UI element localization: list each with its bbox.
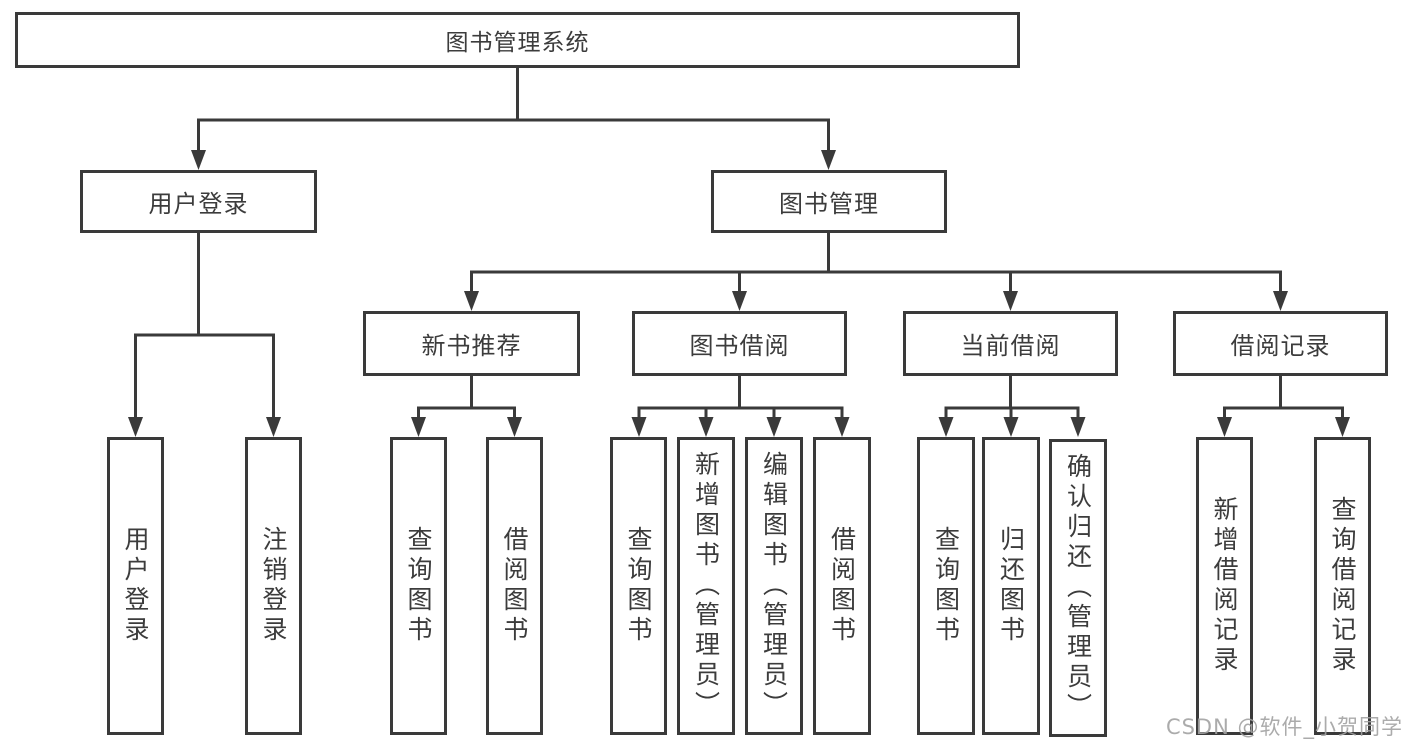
leaf-query-borrow-record: 查询借阅记录 xyxy=(1314,437,1371,735)
node-label: 确认归还（管理员） xyxy=(1063,453,1093,723)
node-user-login: 用户登录 xyxy=(80,170,317,233)
node-label: 新增图书（管理员） xyxy=(691,451,721,721)
node-label: 查询图书 xyxy=(404,526,433,646)
leaf-query-books-recommend: 查询图书 xyxy=(390,437,447,735)
node-label: 查询图书 xyxy=(931,526,961,646)
node-label: 编辑图书（管理员） xyxy=(759,451,789,721)
leaf-borrow-books-borrowing: 借阅图书 xyxy=(813,437,871,735)
node-label: 查询图书 xyxy=(624,526,653,646)
node-label: 借阅图书 xyxy=(827,526,857,646)
node-label: 当前借阅 xyxy=(960,332,1061,360)
node-label: 新增借阅记录 xyxy=(1210,496,1239,676)
leaf-confirm-return-admin: 确认归还（管理员） xyxy=(1049,439,1107,737)
leaf-add-book-admin: 新增图书（管理员） xyxy=(677,437,735,735)
node-label: 图书管理系统 xyxy=(445,30,590,56)
node-label: 注销登录 xyxy=(259,526,288,646)
node-label: 用户登录 xyxy=(148,190,249,218)
leaf-return-books: 归还图书 xyxy=(982,437,1040,735)
watermark: CSDN @软件_小贺同学 xyxy=(1165,715,1403,739)
leaf-logout: 注销登录 xyxy=(245,437,302,735)
node-book-borrowing: 图书借阅 xyxy=(632,311,847,376)
node-label: 用户登录 xyxy=(121,526,150,646)
node-label: 查询借阅记录 xyxy=(1328,496,1357,676)
node-library-management-system: 图书管理系统 xyxy=(15,12,1020,68)
node-label: 新书推荐 xyxy=(421,332,522,360)
node-borrowing-records: 借阅记录 xyxy=(1173,311,1388,376)
leaf-edit-book-admin: 编辑图书（管理员） xyxy=(745,437,803,735)
leaf-query-books-current: 查询图书 xyxy=(917,437,975,735)
leaf-query-books-borrowing: 查询图书 xyxy=(610,437,667,735)
node-label: 图书管理 xyxy=(779,190,879,218)
node-book-management: 图书管理 xyxy=(711,170,947,233)
node-label: 借阅图书 xyxy=(500,526,529,646)
node-label: 借阅记录 xyxy=(1230,332,1331,360)
node-label: 归还图书 xyxy=(996,526,1026,646)
node-current-borrowing: 当前借阅 xyxy=(903,311,1118,376)
leaf-add-borrow-record: 新增借阅记录 xyxy=(1196,437,1253,735)
leaf-borrow-books-recommend: 借阅图书 xyxy=(486,437,543,735)
node-label: 图书借阅 xyxy=(689,332,790,360)
node-new-book-recommendation: 新书推荐 xyxy=(363,311,580,376)
leaf-user-login: 用户登录 xyxy=(107,437,164,735)
